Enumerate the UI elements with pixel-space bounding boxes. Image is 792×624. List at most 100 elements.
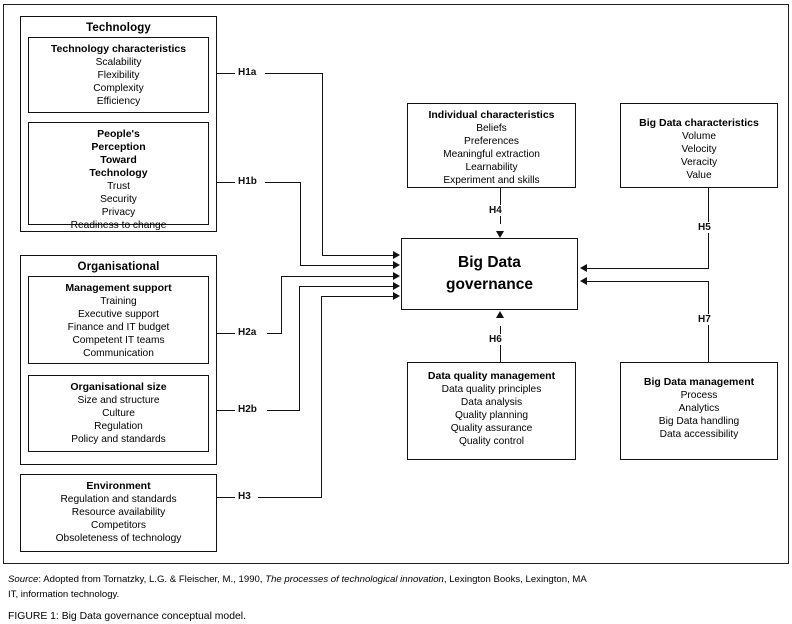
connector-h2b-h1: [267, 410, 300, 411]
block-title: Organisational size: [70, 381, 167, 393]
block-title: Management support: [65, 282, 172, 294]
arrowhead-h4: [495, 231, 504, 238]
connector-h2a-h2: [281, 276, 394, 277]
hypothesis-label-h7: H7: [696, 314, 713, 325]
block-big-data-characteristics: Big Data characteristics Volume Velocity…: [620, 103, 778, 188]
connector-h7-h: [587, 281, 709, 282]
hypothesis-label-h1b: H1b: [236, 176, 259, 187]
block-item: Obsoleteness of technology: [55, 533, 182, 544]
block-item: Training: [100, 296, 137, 307]
arrowhead-h1a: [393, 250, 400, 259]
block-big-data-governance: Big Data governance: [401, 238, 578, 310]
connector-h3-h1: [258, 497, 322, 498]
connector-h1b-stub: [217, 182, 235, 183]
block-item: Quality assurance: [450, 423, 533, 434]
block-item: Data accessibility: [659, 429, 739, 440]
figure-caption-block: Source: Adopted from Tornatzky, L.G. & F…: [8, 572, 784, 624]
block-item: Resource availability: [71, 507, 166, 518]
block-item: Readiness to change: [70, 220, 167, 231]
core-label: Big Data governance: [445, 254, 533, 293]
source-text: : Adopted from Tornatzky, L.G. & Fleisch…: [38, 574, 266, 585]
block-item: Finance and IT budget: [67, 322, 170, 333]
block-peoples-perception-toward-technology: People's Perception Toward Technology Tr…: [28, 122, 209, 231]
block-item: Preferences: [464, 136, 519, 147]
group-organisational-title: Organisational: [77, 261, 160, 273]
connector-h1a-stub: [217, 73, 235, 74]
block-item: Big Data handling: [658, 416, 740, 427]
hypothesis-label-h2a: H2a: [236, 327, 259, 338]
connector-h5-h: [587, 268, 709, 269]
block-item: Competent IT teams: [72, 335, 165, 346]
hypothesis-label-h5: H5: [696, 222, 713, 233]
connector-h3-stub: [217, 497, 235, 498]
connector-h1b-v: [300, 182, 301, 265]
group-technology-title: Technology: [86, 22, 151, 34]
connector-h3-h2: [321, 296, 394, 297]
block-item: Veracity: [680, 157, 718, 168]
block-item: Communication: [83, 348, 154, 359]
block-item: Learnability: [465, 162, 518, 173]
source-label: Source: [8, 574, 39, 585]
block-individual-characteristics: Individual characteristics Beliefs Prefe…: [407, 103, 576, 188]
hypothesis-label-h4: H4: [487, 205, 504, 216]
connector-h3-v: [321, 296, 322, 498]
connector-h1b-h2: [300, 265, 394, 266]
source-suffix: , Lexington Books, Lexington, MA: [443, 574, 587, 585]
block-item: Efficiency: [96, 96, 141, 107]
block-item: Quality planning: [454, 410, 529, 421]
block-item: Policy and standards: [71, 434, 166, 445]
connector-h2a-h1: [267, 333, 282, 334]
block-title: Technology characteristics: [50, 43, 187, 55]
connector-h1a-v: [322, 73, 323, 255]
arrowhead-h3: [393, 291, 400, 300]
block-item: Security: [100, 194, 137, 205]
block-item: Scalability: [95, 57, 142, 68]
source-line: Source: Adopted from Tornatzky, L.G. & F…: [8, 572, 784, 587]
connector-h2b-h2: [299, 286, 394, 287]
block-title: People's Perception Toward Technology: [89, 128, 148, 179]
block-item: Meaningful extraction: [443, 149, 540, 160]
block-organisational-size: Organisational size Size and structure C…: [28, 375, 209, 452]
figure-number-caption: FIGURE 1: Big Data governance conceptual…: [8, 611, 246, 622]
block-item: Executive support: [78, 309, 159, 320]
block-item: Data quality principles: [441, 384, 542, 395]
abbreviation-line: IT, information technology.: [8, 589, 120, 600]
block-item: Analytics: [678, 403, 720, 414]
hypothesis-label-h3: H3: [236, 491, 253, 502]
block-big-data-management: Big Data management Process Analytics Bi…: [620, 362, 778, 460]
block-item: Flexibility: [97, 70, 140, 81]
connector-h1a-h1: [265, 73, 323, 74]
hypothesis-label-h6: H6: [487, 334, 504, 345]
block-item: Privacy: [101, 207, 136, 218]
source-title: The processes of technological innovatio…: [265, 574, 444, 585]
block-technology-characteristics: Technology characteristics Scalability F…: [28, 37, 209, 113]
arrowhead-h7: [580, 276, 587, 285]
arrowhead-h2b: [393, 281, 400, 290]
block-item: Size and structure: [77, 395, 160, 406]
block-item: Trust: [107, 181, 130, 192]
block-environment: Environment Regulation and standards Res…: [20, 474, 217, 552]
block-title: Individual characteristics: [428, 109, 555, 121]
block-item: Value: [686, 170, 712, 181]
block-management-support: Management support Training Executive su…: [28, 276, 209, 364]
block-item: Regulation: [94, 421, 143, 432]
block-title: Big Data characteristics: [639, 117, 759, 129]
block-title: Environment: [86, 480, 151, 492]
block-item: Complexity: [93, 83, 144, 94]
connector-h2b-v: [299, 286, 300, 411]
connector-h1b-h1: [265, 182, 301, 183]
block-title: Data quality management: [427, 370, 556, 382]
hypothesis-label-h2b: H2b: [236, 404, 259, 415]
block-item: Quality control: [458, 436, 525, 447]
block-item: Process: [680, 390, 718, 401]
hypothesis-label-h1a: H1a: [236, 67, 259, 78]
connector-h2a-stub: [217, 333, 235, 334]
block-item: Competitors: [91, 520, 146, 531]
block-item: Beliefs: [476, 123, 507, 134]
connector-h2b-stub: [217, 410, 235, 411]
block-data-quality-management: Data quality management Data quality pri…: [407, 362, 576, 460]
block-item: Velocity: [681, 144, 717, 155]
arrowhead-h1b: [393, 260, 400, 269]
block-title: Big Data management: [643, 376, 755, 388]
